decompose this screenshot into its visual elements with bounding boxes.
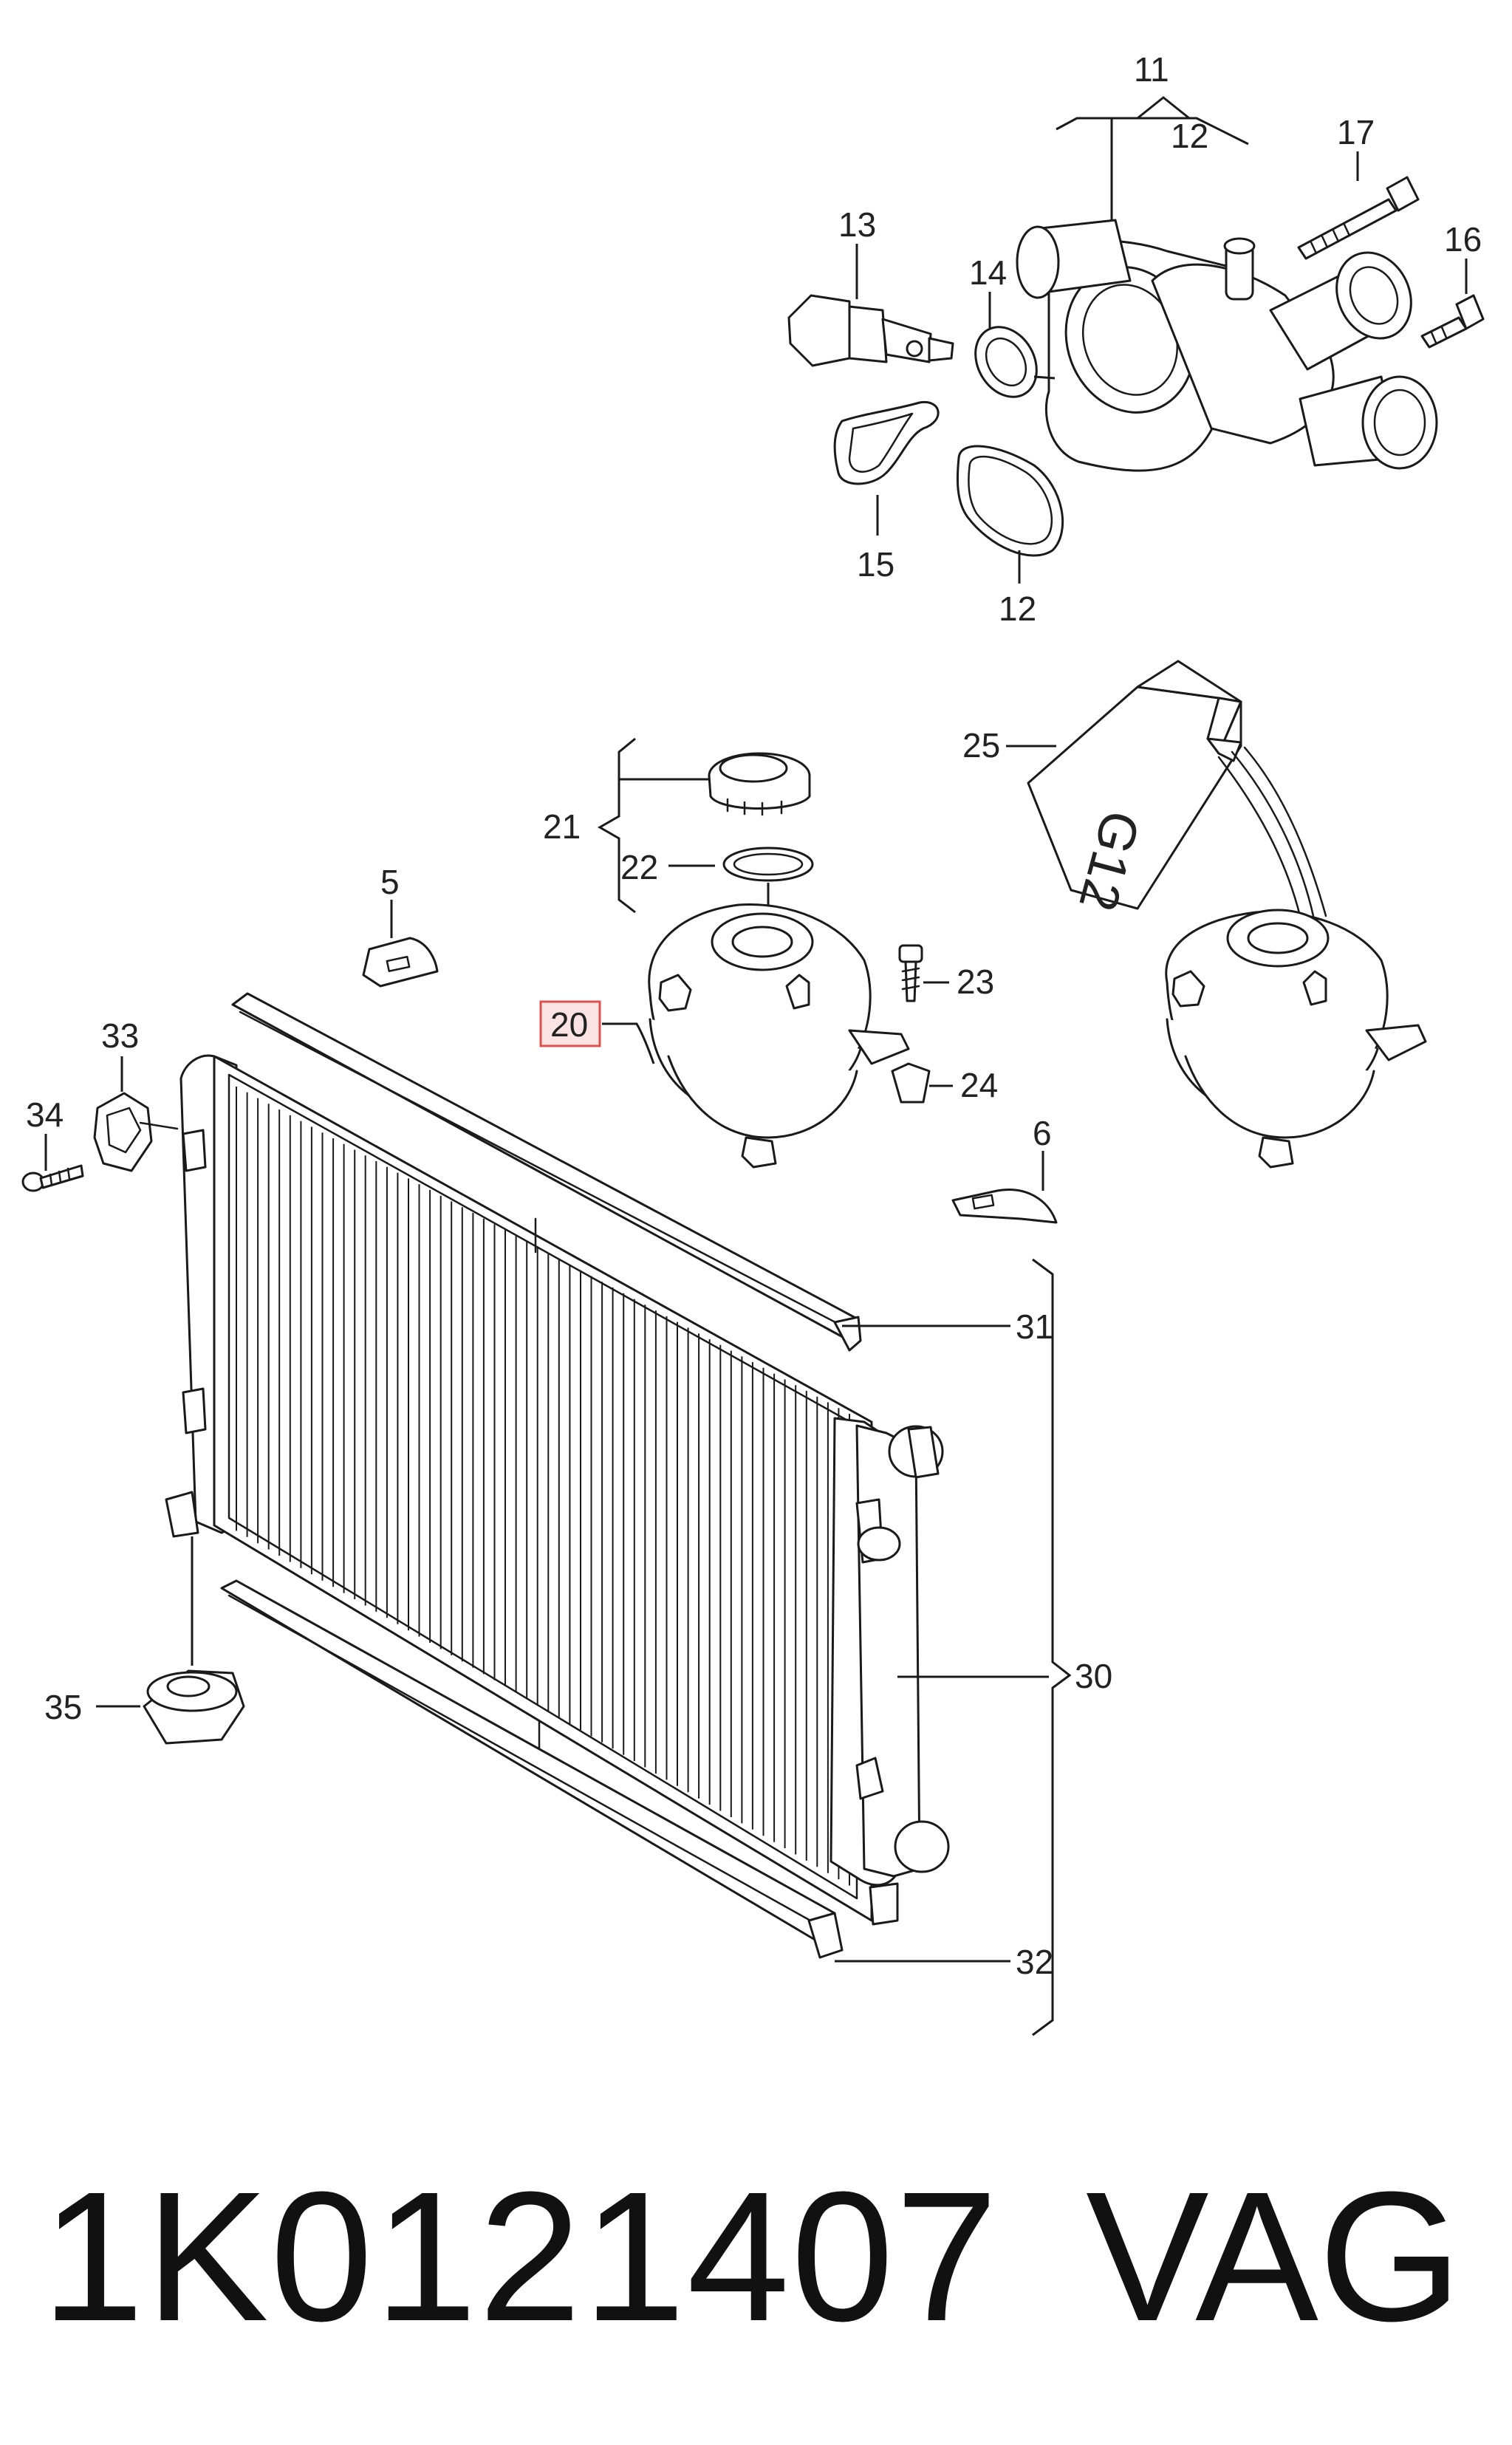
callout-25: 25 <box>962 726 1000 765</box>
callout-15: 15 <box>857 545 894 584</box>
callout-12-gasket: 12 <box>999 589 1036 628</box>
callout-labels: 11 12 17 13 14 16 15 12 25 21 22 5 23 20… <box>26 50 1482 1981</box>
callout-20: 20 <box>550 1005 588 1044</box>
callout-30: 30 <box>1075 1657 1112 1695</box>
callout-35: 35 <box>44 1688 82 1726</box>
bolt <box>1297 151 1420 260</box>
coolant-flange <box>1016 219 1438 472</box>
callout-31: 31 <box>1016 1307 1053 1346</box>
tank-screw <box>898 944 949 1002</box>
bracket <box>362 900 439 988</box>
callout-5: 5 <box>380 863 400 901</box>
flange-gasket <box>956 445 1064 557</box>
expansion-tank <box>539 737 910 1169</box>
callout-24: 24 <box>960 1066 998 1104</box>
callout-14: 14 <box>969 253 1007 292</box>
callout-highlight-box <box>539 1000 601 1047</box>
tank-clip-nut <box>891 1062 953 1104</box>
expansion-tank-filling <box>1165 909 1427 1169</box>
radiator-fins <box>236 1087 850 1886</box>
callout-16: 16 <box>1444 220 1482 259</box>
callout-11: 11 <box>1134 50 1169 89</box>
retaining-clip <box>833 400 940 536</box>
brand-name: VAG <box>1086 2153 1463 2359</box>
bracket <box>951 1151 1058 1224</box>
callout-17: 17 <box>1337 113 1375 151</box>
bolt <box>1420 259 1485 349</box>
callout-21: 21 <box>543 807 581 846</box>
radiator-mount <box>93 1056 179 1172</box>
callout-22: 22 <box>620 848 658 886</box>
filler-cap <box>708 752 811 816</box>
callout-33: 33 <box>101 1016 139 1055</box>
o-ring <box>974 292 1056 398</box>
mount-screw <box>21 1134 84 1192</box>
callout-23: 23 <box>957 962 994 1001</box>
temperature-sender <box>787 244 954 367</box>
callout-12: 12 <box>1171 117 1208 155</box>
callout-13: 13 <box>838 205 876 244</box>
part-number: 1K0121407 <box>41 2153 1000 2359</box>
coolant-bottle-illustration: G12 <box>1006 660 1327 917</box>
cap-seal <box>722 847 814 882</box>
coolant-flange-group <box>787 96 1485 584</box>
callout-6: 6 <box>1033 1114 1052 1152</box>
callout-32: 32 <box>1016 1943 1053 1981</box>
radiator <box>165 992 1072 2037</box>
callout-34: 34 <box>26 1095 64 1134</box>
rubber-mount <box>96 1536 245 1745</box>
